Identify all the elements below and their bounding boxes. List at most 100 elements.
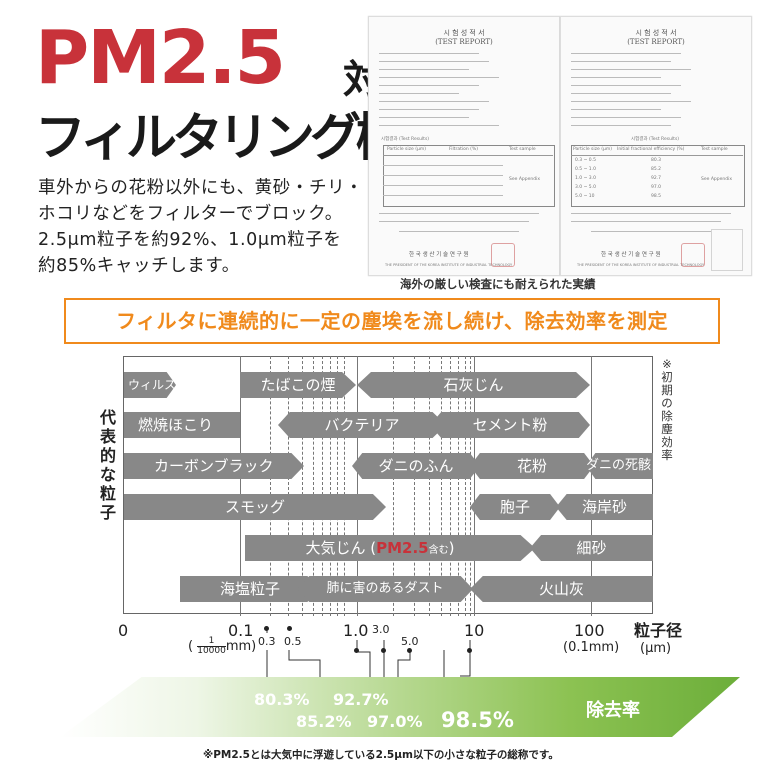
report-left-heading: 시 험 성 적 서 <box>443 29 485 37</box>
removal-1.0: 92.7% <box>333 690 389 709</box>
grid-line <box>458 356 459 616</box>
report-left-results-title: 시험결과 (Test Results) <box>381 137 430 142</box>
marker-10 <box>467 648 472 653</box>
tick-0: 0 <box>118 621 129 640</box>
tick-3.0: 3.0 <box>372 623 390 636</box>
bar-limestone-dust: 石灰じん <box>357 372 590 398</box>
pm25-highlight: PM2.5 <box>376 539 429 557</box>
removal-3.0: 97.0% <box>367 712 423 731</box>
description-line-1: 車外からの花粉以外にも、黄砂・チリ・ <box>38 178 364 198</box>
removal-rate-band <box>60 677 740 737</box>
report-right-sample: See Appendix <box>701 177 733 182</box>
marker-0.3 <box>264 626 269 631</box>
report-right-row-size: 3.0 ~ 5.0 <box>575 185 596 190</box>
report-right-heading: 시 험 성 적 서 <box>635 29 677 37</box>
marker-0.5 <box>287 626 292 631</box>
report-left-sample: See Appendix <box>509 177 541 182</box>
description-line-4: 約85%キャッチします。 <box>38 256 240 276</box>
tick-0.1-unit: ( 1 10000 mm) <box>188 636 257 656</box>
tick-0.3: 0.3 <box>258 635 276 648</box>
report-right-institute-en: THE PRESIDENT OF THE KOREA INSTITUTE OF … <box>577 263 705 267</box>
grid-line <box>270 356 271 616</box>
axis-title: 粒子径 <box>634 621 683 640</box>
marker-3.0 <box>381 648 386 653</box>
bar-sea-salt: 海塩粒子 <box>180 576 320 602</box>
report-left-institute-en: THE PRESIDENT OF THE KOREA INSTITUTE OF … <box>385 263 513 267</box>
tick-0.1: 0.1 <box>228 621 254 640</box>
grid-line-0.1 <box>240 356 241 616</box>
bar-tobacco-smoke: たばこの煙 <box>240 372 356 398</box>
report-right-row-size: 0.3 ~ 0.5 <box>575 158 596 163</box>
bar-atmospheric-dust: 大気じん (PM2.5含む) <box>245 535 535 561</box>
marker-5.0 <box>407 648 412 653</box>
report-right-row-value: 85.2 <box>651 167 662 172</box>
grid-line <box>337 356 338 616</box>
tick-0.5: 0.5 <box>284 635 302 648</box>
bar-pollen: 花粉 <box>470 453 594 479</box>
report-left-seal <box>491 243 515 267</box>
report-right-seal <box>681 243 705 267</box>
initial-efficiency-note: ※初期の除塵効率 <box>661 357 673 462</box>
bar-dead-mites: ダニの死骸 <box>586 453 653 479</box>
report-right-row-size: 1.0 ~ 3.0 <box>575 176 596 181</box>
bar-fine-sand: 細砂 <box>530 535 653 561</box>
grid-line <box>393 356 394 616</box>
report-left-th-1: Particle size (μm) <box>387 147 426 152</box>
report-right-results-title: 시험결과 (Test Results) <box>631 137 680 142</box>
report-right-row-value: 98.5 <box>651 194 662 199</box>
bar-virus: ウィルス <box>124 372 176 398</box>
grid-line-1 <box>357 356 358 616</box>
report-right-heading-en: (TEST REPORT) <box>627 38 685 46</box>
report-left-institute: 한 국 생 산 기 술 연 구 원 <box>409 252 469 258</box>
removal-5.0: 98.5% <box>441 708 514 732</box>
test-report-right: 시 험 성 적 서 (TEST REPORT) 시험결과 (Test Resul… <box>560 16 752 276</box>
report-right-th-3: Test sample <box>701 147 728 152</box>
grid-line <box>313 356 314 616</box>
test-report-left: 시 험 성 적 서 (TEST REPORT) 시험결과 (Test Resul… <box>368 16 560 276</box>
report-right-th-1: Particle size (μm) <box>573 147 612 152</box>
description-line-3: 2.5μm粒子を約92%、1.0μm粒子を <box>38 230 342 250</box>
report-right-institute: 한 국 생 산 기 술 연 구 원 <box>601 252 661 258</box>
grid-line <box>330 356 331 616</box>
report-right-th-2: Initial fractional efficiency (%) <box>617 147 685 152</box>
tick-5.0: 5.0 <box>401 635 419 648</box>
grid-line-10 <box>474 356 475 616</box>
tick-10: 10 <box>464 621 485 640</box>
report-right-stamp <box>711 229 743 271</box>
representative-particles-label: 代表的な粒子 <box>99 408 116 522</box>
grid-line <box>414 356 415 616</box>
bar-beach-sand: 海岸砂 <box>556 494 653 520</box>
report-left-table <box>383 145 555 207</box>
particle-size-chart <box>123 356 653 614</box>
grid-line <box>288 356 289 616</box>
tick-100-unit: (0.1mm) <box>563 640 620 655</box>
bar-smog: スモッグ <box>124 494 386 520</box>
bar-lung-harmful-dust: 肺に害のあるダスト <box>297 576 473 602</box>
grid-line <box>302 356 303 616</box>
report-right-row-value: 80.3 <box>651 158 662 163</box>
bar-bacteria: バクテリア <box>278 412 446 438</box>
grid-line <box>465 356 466 616</box>
marker-1.0 <box>354 648 359 653</box>
measurement-banner: フィルタに連続的に一定の塵埃を流し続け、除去効率を測定 <box>64 298 720 344</box>
bar-combustion-dust: 燃焼ほこり <box>124 412 240 438</box>
grid-line-100 <box>591 356 592 616</box>
report-right-row-size: 0.5 ~ 1.0 <box>575 167 596 172</box>
report-left-heading-en: (TEST REPORT) <box>435 38 493 46</box>
footnote: ※PM2.5とは大気中に浮遊している2.5μm以下の小さな粒子の総称です。 <box>203 749 559 761</box>
report-right-row-value: 97.0 <box>651 185 662 190</box>
report-right-row-value: 92.7 <box>651 176 662 181</box>
bar-spores: 胞子 <box>470 494 560 520</box>
grid-line <box>344 356 345 616</box>
tick-1.0: 1.0 <box>343 621 369 640</box>
report-caption: 海外の厳しい検査にも耐えられた実績 <box>400 277 596 291</box>
grid-line <box>470 356 471 616</box>
report-right-table <box>571 145 745 207</box>
report-right-row-size: 5.0 ~ 10 <box>575 194 595 199</box>
bar-mite-feces: ダニのふん <box>352 453 480 479</box>
grid-line <box>429 356 430 616</box>
grid-line <box>450 356 451 616</box>
bar-cement-powder: セメント粉 <box>430 412 590 438</box>
bar-carbon-black: カーボンブラック <box>124 453 304 479</box>
